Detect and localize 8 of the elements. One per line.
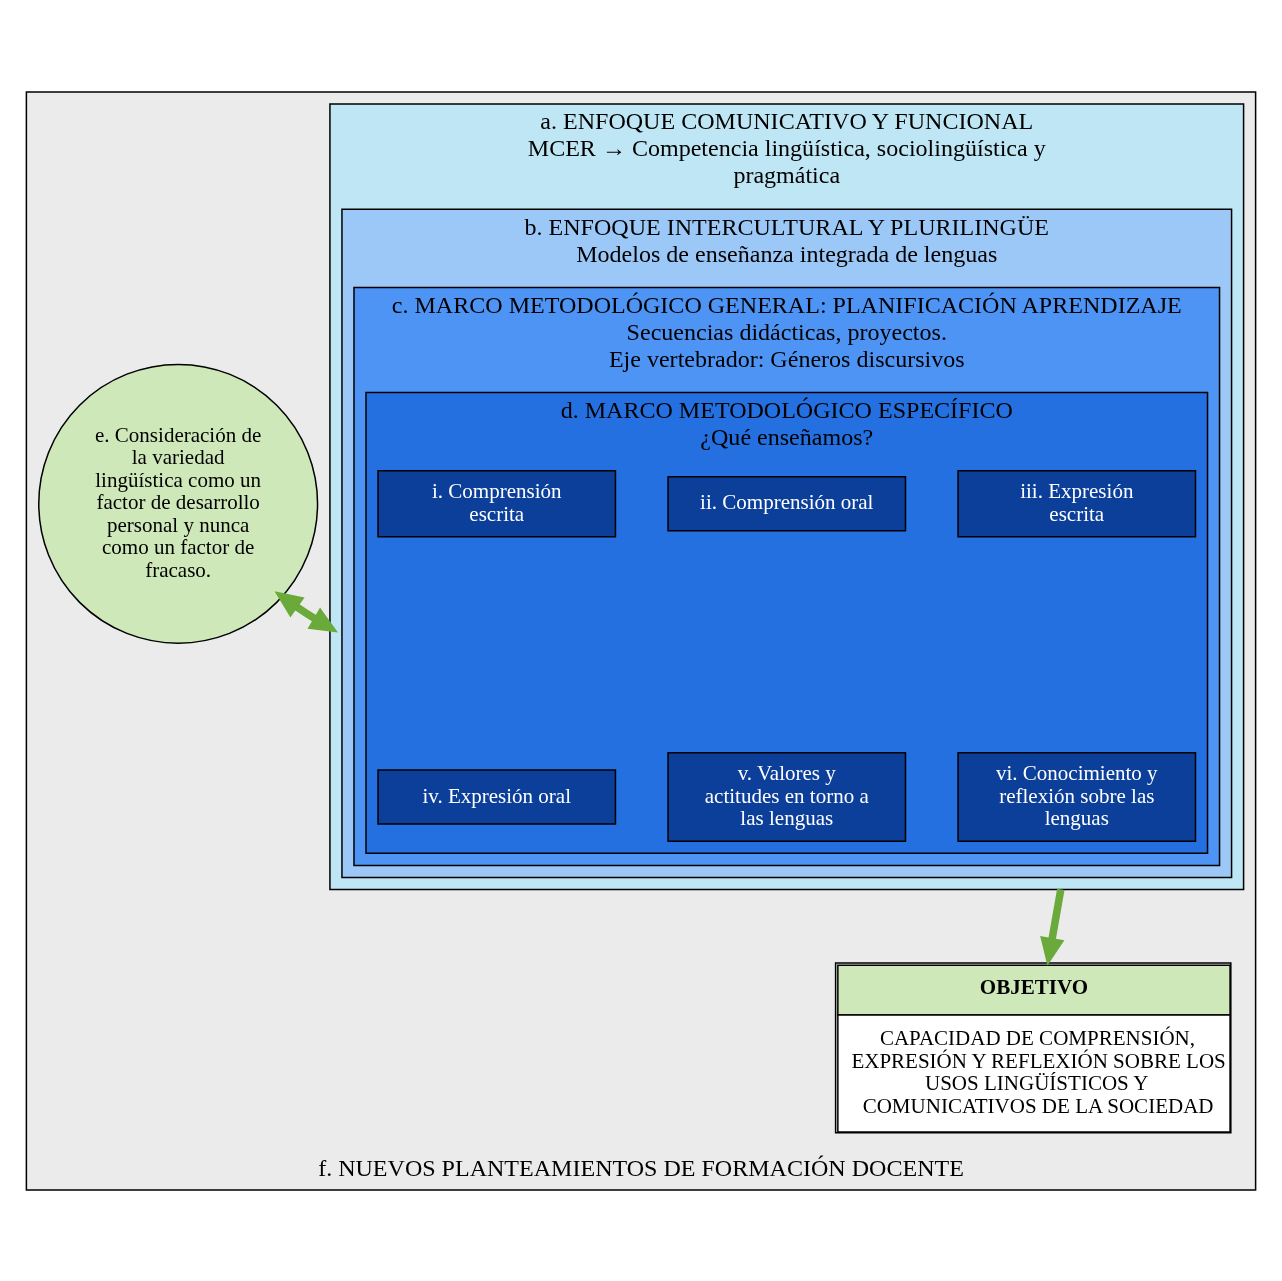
arrow <box>274 590 338 632</box>
node-box: vi. Conocimiento y reflexión sobre las lenguas <box>957 751 1197 842</box>
node-box: ii. Comprensión oral <box>667 475 907 532</box>
arrow <box>1040 888 1065 966</box>
node-box: iii. Expresión escrita <box>957 469 1197 538</box>
node-box: iv. Expresión oral <box>377 768 617 825</box>
node-box: v. Valores y actitudes en torno a las lenguas <box>667 751 907 842</box>
node-box: i. Comprensión escrita <box>377 469 617 538</box>
